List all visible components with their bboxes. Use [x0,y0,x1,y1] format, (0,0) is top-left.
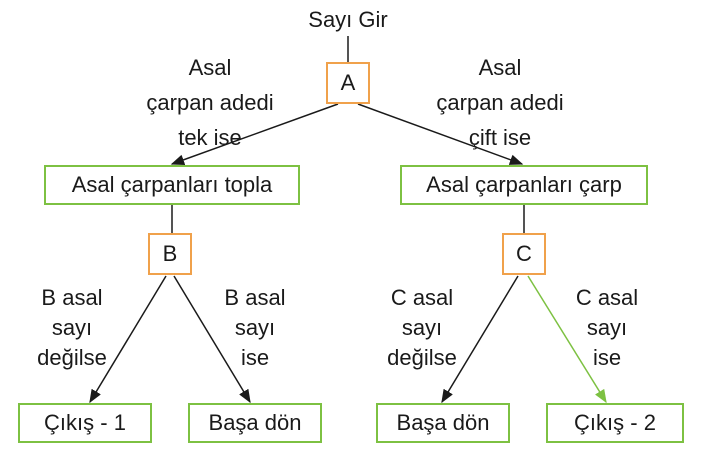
node-exit1: Çıkış - 1 [18,403,152,443]
edge-c-to-exit2 [527,275,607,404]
node-b: B [148,233,192,275]
edge-label-a-right: Asal çarpan adedi çift ise [436,55,564,150]
edge-c-to-back-right [441,275,519,404]
start-label: Sayı Gir [308,7,388,32]
node-mult: Asal çarpanları çarp [400,165,648,205]
node-back-left: Başa dön [188,403,322,443]
node-sum: Asal çarpanları topla [44,165,300,205]
node-back-right: Başa dön [376,403,510,443]
node-c: C [502,233,546,275]
node-exit2: Çıkış - 2 [546,403,684,443]
edge-label-c-right: C asal sayı ise [575,285,639,370]
edge-a-to-sum [170,103,339,165]
edge-label-c-left: C asal sayı değilse [387,285,457,370]
node-a: A [326,62,370,104]
edge-label-a-left: Asal çarpan adedi tek ise [146,55,274,150]
edge-b-to-exit1 [89,275,167,404]
edge-a-to-mult [357,103,524,165]
edge-label-b-left: B asal sayı değilse [37,285,107,370]
edge-label-b-right: B asal sayı ise [224,285,286,370]
edge-b-to-back-left [173,275,251,404]
